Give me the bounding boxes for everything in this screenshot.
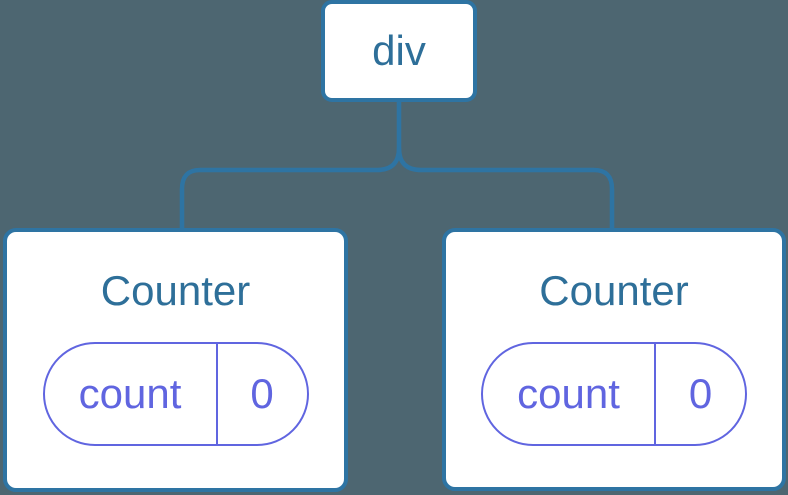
component-title: Counter (539, 267, 689, 314)
state-value-cell: 0 (215, 344, 307, 445)
state-key-label: count (517, 370, 620, 418)
root-node-label: div (372, 27, 426, 74)
connector-root-to-left-child (179, 100, 402, 230)
state-pill: count 0 (481, 342, 747, 447)
connector-root-to-right-child (396, 147, 615, 230)
component-title: Counter (100, 267, 251, 314)
state-pill: count 0 (42, 342, 309, 447)
state-key-label: count (78, 370, 182, 418)
root-node-div: div (321, 0, 477, 102)
counter-component-card-right: Counter count 0 (442, 228, 786, 491)
state-value-label: 0 (250, 370, 274, 418)
state-key-cell: count (45, 344, 216, 444)
state-value-cell: 0 (654, 344, 745, 445)
counter-component-card-left: Counter count 0 (3, 228, 348, 492)
state-value-label: 0 (688, 370, 713, 418)
state-key-cell: count (483, 344, 654, 444)
